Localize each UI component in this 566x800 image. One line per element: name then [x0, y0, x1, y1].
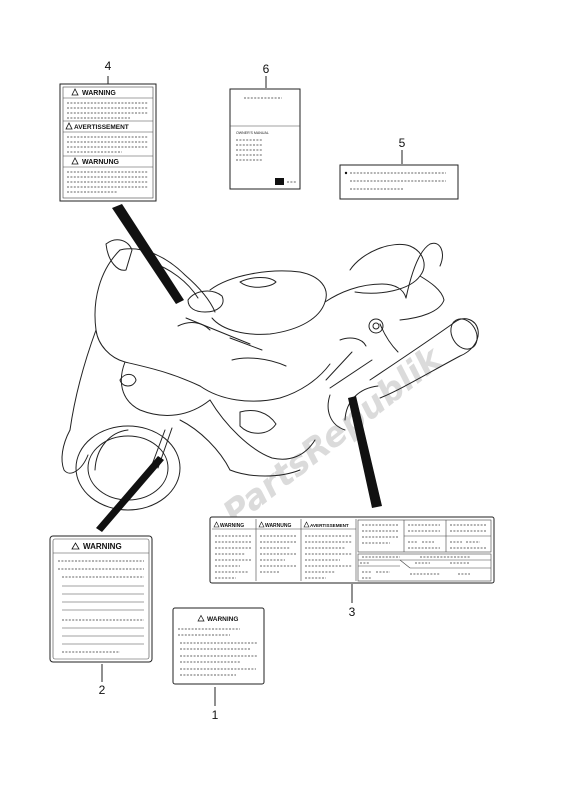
- warning-triangle-icon: [71, 88, 79, 96]
- warning-triangle-icon: [65, 122, 73, 130]
- motorcycle-illustration: [61, 239, 479, 511]
- watermark: PartsRepublik: [216, 338, 452, 534]
- warning-triangle-icon: [197, 614, 205, 622]
- label-3-heading-3: AVERTISSEMENT: [310, 523, 349, 528]
- pointer-label-3: [348, 396, 382, 508]
- warning-triangle-icon: [258, 521, 265, 528]
- label-3-combined: WARNING WARNUNG AVERTISSEMENT: [209, 516, 495, 584]
- callout-5: 5: [399, 136, 406, 150]
- callout-2: 2: [99, 683, 106, 697]
- label-4-heading-2: AVERTISSEMENT: [74, 124, 129, 131]
- warning-triangle-icon: [71, 157, 79, 165]
- label-4-warning-trilingual: WARNING AVERTISSEMENT WARNUNG: [59, 83, 157, 202]
- pointer-label-4: [112, 204, 184, 304]
- label-3-heading-1: WARNING: [220, 523, 244, 529]
- label-1-heading: WARNING: [207, 616, 238, 623]
- callout-1: 1: [212, 708, 219, 722]
- label-2-warning: WARNING: [49, 535, 153, 663]
- label-1-warning: WARNING: [172, 607, 265, 685]
- warning-triangle-icon: [71, 542, 80, 550]
- label-6-owners-manual: OWNER'S MANUAL: [229, 88, 301, 190]
- label-4-heading-1: WARNING: [82, 90, 116, 97]
- label-4-heading-3: WARNUNG: [82, 159, 119, 166]
- callout-4: 4: [105, 59, 112, 73]
- callout-6: 6: [263, 62, 270, 76]
- label-5-sticker: [339, 164, 459, 200]
- label-2-heading: WARNING: [83, 542, 122, 551]
- warning-triangle-icon: [303, 521, 310, 528]
- label-6-title: OWNER'S MANUAL: [236, 131, 269, 135]
- manufacturer-logo-icon: [275, 178, 284, 185]
- label-3-heading-2: WARNUNG: [265, 523, 291, 529]
- pointer-label-2: [96, 456, 164, 532]
- warning-triangle-icon: [213, 521, 220, 528]
- callout-3: 3: [349, 605, 356, 619]
- bullet-icon: [344, 171, 348, 175]
- callout-numbers: 1 2 3 4 5 6: [99, 59, 406, 722]
- leader-lines: [96, 76, 403, 706]
